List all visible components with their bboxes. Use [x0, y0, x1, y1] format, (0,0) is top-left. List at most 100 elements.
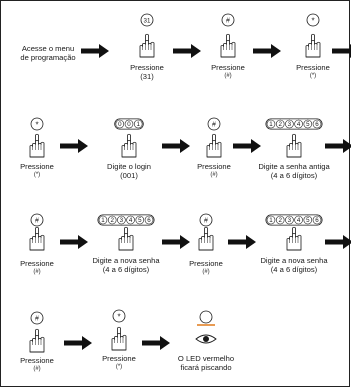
keypad-digit-label: 6 — [315, 217, 319, 224]
keypad-digit-label: 1 — [101, 217, 105, 224]
keypad-digit-circle — [303, 215, 313, 225]
step-2-key-hash: # — [221, 13, 235, 27]
arrow-right — [142, 336, 170, 350]
step-5-caption: Digite o login(001) — [107, 162, 151, 180]
arrow-right — [233, 139, 261, 153]
keypad-digit-circle — [294, 215, 303, 225]
step-8-caption: Pressione(#) — [20, 259, 54, 275]
keypad-digit-circle — [266, 215, 276, 225]
key-label: # — [35, 218, 39, 225]
keypad-digit-label: 6 — [315, 121, 319, 128]
step-12-caption: Pressione(#) — [20, 356, 54, 372]
step-6-caption: Pressione(#) — [197, 162, 231, 178]
keypad-digit-circle — [144, 215, 154, 225]
arrow-right — [64, 336, 92, 350]
arrow-right — [325, 235, 351, 249]
key-label: # — [226, 18, 230, 25]
pointing-hand-icon — [111, 326, 127, 351]
arrow-right — [253, 44, 281, 58]
keypad-digit-circle — [312, 215, 322, 225]
pointing-hand-icon — [121, 133, 137, 158]
key-label: # — [35, 316, 39, 323]
keypad-digit-label: 3 — [288, 217, 292, 224]
key-label: # — [212, 122, 216, 129]
keypad-digit-label: 5 — [306, 217, 310, 224]
step-9-caption: Digite a nova senha(4 a 6 dígitos) — [92, 256, 160, 274]
arrow-right — [228, 235, 256, 249]
keypad-digit-circle — [126, 215, 135, 225]
keypad-digit-circle — [285, 215, 294, 225]
keypad-digit-circle — [133, 119, 143, 129]
key-label: * — [311, 17, 314, 26]
key-label: * — [117, 313, 120, 322]
step-7-caption: Digite a senha antiga(4 a 6 dígitos) — [258, 162, 330, 180]
step-1-key-31: 31 — [140, 13, 154, 27]
pointing-hand-icon — [305, 33, 321, 58]
keypad-digit-label: 1 — [269, 217, 273, 224]
keypad-digit-circle — [303, 119, 313, 129]
step-13-key-star: * — [112, 309, 126, 323]
step-1-caption: Pressione(31) — [130, 63, 164, 81]
keypad-digit-circle — [124, 119, 134, 129]
keypad-digit-label: 3 — [288, 121, 292, 128]
pointing-hand-icon — [286, 133, 302, 158]
arrow-right — [162, 139, 190, 153]
keypad-digit-label: 0 — [127, 121, 131, 128]
keypad-digit-label: 0 — [118, 121, 122, 128]
keypad-digit-circle — [98, 215, 108, 225]
keypad-digit-label: 5 — [138, 217, 142, 224]
step-3-key-star: * — [306, 13, 320, 27]
keypad-digit-circle — [285, 119, 294, 129]
pointing-hand-icon — [206, 133, 222, 158]
step-4-key-star: * — [30, 117, 44, 131]
keypad-digit-label: 4 — [129, 217, 133, 224]
key-label: # — [204, 218, 208, 225]
key-label: 31 — [144, 17, 151, 24]
keypad-digit-label: 4 — [297, 217, 301, 224]
keypad-digit-label: 5 — [306, 121, 310, 128]
keypad-digit-circle — [312, 119, 322, 129]
keypad-digit-label: 2 — [110, 217, 114, 224]
keypad-digit-circle — [275, 215, 285, 225]
arrow-right — [325, 139, 351, 153]
keypad-digit-circle — [294, 119, 303, 129]
keypad-digit-circle — [266, 119, 276, 129]
arrow-right — [162, 235, 190, 249]
step-6-key-hash: # — [207, 117, 221, 131]
eye-icon — [195, 334, 217, 344]
keypad-digit-label: 2 — [278, 217, 282, 224]
led-icon — [197, 310, 215, 326]
step-2-caption: Pressione(#) — [211, 63, 245, 79]
arrow-right — [60, 235, 88, 249]
pointing-hand-icon — [29, 133, 45, 158]
keypad-digit-circle — [107, 215, 117, 225]
keypad-digit-label: 1 — [269, 121, 273, 128]
step-11-caption: Digite a nova senha(4 a 6 dígitos) — [260, 256, 328, 274]
keypad-digit-circle — [135, 215, 145, 225]
pointing-hand-icon — [220, 33, 236, 58]
keypad-digit-circle — [117, 215, 126, 225]
pointing-hand-icon — [29, 328, 45, 353]
keypad-digit-circle — [115, 119, 125, 129]
step-8-key-hash: # — [30, 213, 44, 227]
arrow-right — [81, 44, 109, 58]
arrow-right — [332, 44, 351, 58]
pointing-hand-icon — [118, 226, 134, 251]
arrow-right — [173, 44, 201, 58]
pointing-hand-icon — [198, 226, 214, 251]
keypad-digit-label: 3 — [120, 217, 124, 224]
keypad-digit-label: 4 — [297, 121, 301, 128]
pointing-hand-icon — [286, 226, 302, 251]
key-label: * — [35, 121, 38, 130]
step-4-caption: Pressione(*) — [20, 162, 54, 178]
keypad-digit-label: 2 — [278, 121, 282, 128]
intro-text: Acesse o menu de programação — [20, 44, 76, 62]
pointing-hand-icon — [139, 33, 155, 58]
